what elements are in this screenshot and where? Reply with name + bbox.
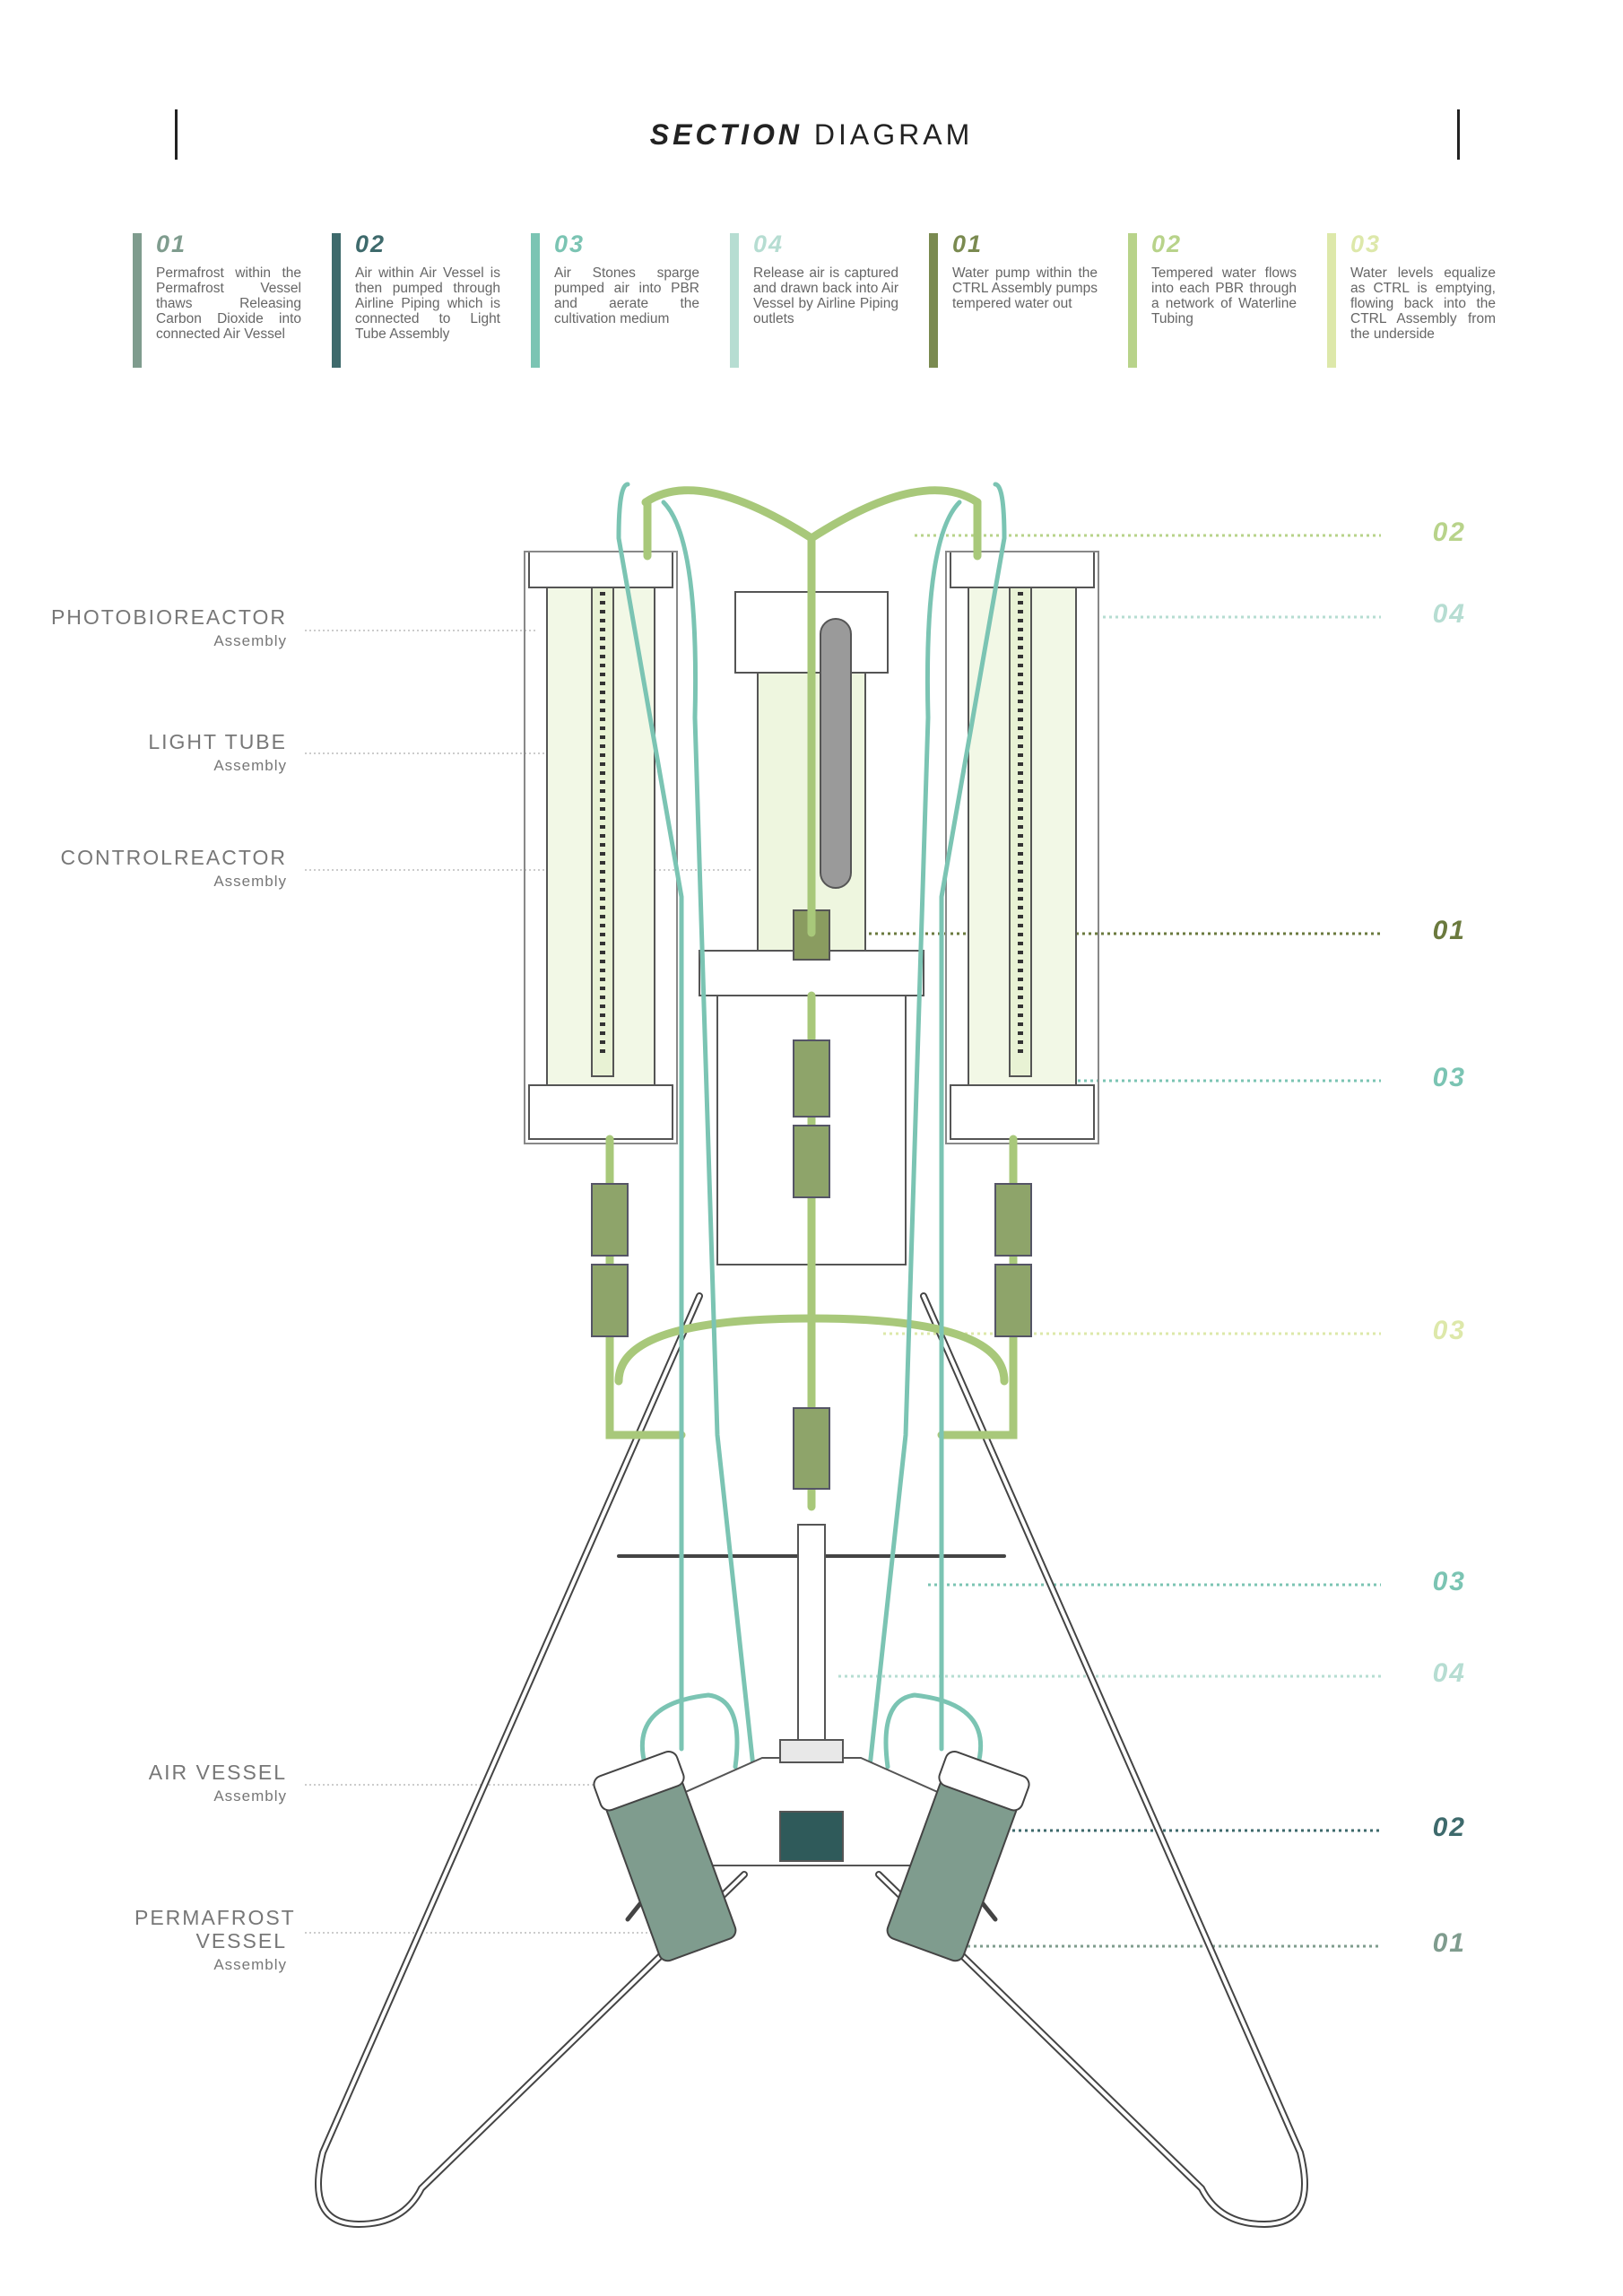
legend-item-water-02: 02 Tempered water flows into each PBR th…: [1128, 230, 1298, 368]
hub-pump: [779, 1811, 844, 1862]
label-main: CONTROLREACTOR: [60, 846, 287, 869]
center-column: [797, 1524, 826, 1741]
legend-number: 04: [753, 230, 785, 257]
legend-number: 03: [554, 230, 586, 257]
pump-center-upper: [793, 1039, 830, 1118]
title-rest: DIAGRAM: [813, 118, 974, 151]
air-right-inner: [867, 500, 962, 1770]
title-bold: SECTION: [649, 118, 803, 151]
legend-text: Permafrost within the Permafrost Vessel …: [156, 265, 301, 342]
label-controlreactor: CONTROLREACTOR Assembly: [0, 846, 287, 891]
legend-number: 02: [355, 230, 386, 257]
legend-text: Water levels equalize as CTRL is emptyin…: [1350, 265, 1496, 342]
label-main: AIR VESSEL: [148, 1761, 287, 1784]
legend-stripe: [1327, 233, 1336, 368]
label-sub: Assembly: [213, 1956, 287, 1973]
label-sub: Assembly: [213, 1787, 287, 1805]
hub-top-block: [779, 1739, 844, 1763]
permafrost-right-lid: [938, 1750, 1030, 1812]
label-main: PHOTOBIOREACTOR: [50, 605, 287, 629]
pbr-right-bottom-collar: [950, 1084, 1095, 1140]
pbr-left: [524, 551, 678, 1144]
legend-stripe: [332, 233, 341, 368]
air-left-outer: [616, 482, 684, 1752]
legend-number: 03: [1350, 230, 1382, 257]
pump-left-upper: [591, 1183, 629, 1257]
page-title: SECTION DIAGRAM: [0, 118, 1623, 152]
air-loop-left: [639, 1692, 740, 1770]
left-leg-inner: [317, 1294, 746, 2227]
legend-item-water-03: 03 Water levels equalize as CTRL is empt…: [1327, 230, 1497, 368]
water-pump-units: [591, 1039, 1032, 1490]
legend-item-air-04: 04 Release air is captured and drawn bac…: [730, 230, 900, 368]
pbr-right: [945, 551, 1099, 1144]
legend-stripe: [1128, 233, 1137, 368]
legend-item-air-02: 02 Air within Air Vessel is then pumped …: [332, 230, 502, 368]
air-left-inner: [661, 500, 756, 1770]
pump-center-lower: [793, 1407, 830, 1490]
legend-number: 01: [156, 230, 187, 257]
pbr-left-frame: [524, 551, 678, 1144]
label-air-vessel: AIR VESSEL Assembly: [0, 1761, 287, 1805]
permafrost-left-lid: [593, 1750, 685, 1812]
right-leader-lines: [825, 534, 1381, 1948]
pbr-left-bottom-collar: [528, 1084, 673, 1140]
right-label-03-air: 03: [1432, 1063, 1466, 1092]
pump-center-middle: [793, 1125, 830, 1198]
left-leader-lines: [305, 630, 753, 1934]
ctrl-lower-flange: [699, 950, 924, 996]
label-sub: Assembly: [213, 632, 287, 649]
legend-number: 01: [952, 230, 984, 257]
water-top-arch: [641, 486, 982, 544]
right-label-03-water: 03: [1432, 1316, 1466, 1345]
legend-text: Water pump within the CTRL Assembly pump…: [952, 265, 1098, 311]
pbr-right-top-collar: [950, 551, 1095, 588]
label-main: LIGHT TUBE: [148, 730, 287, 753]
label-sub: Assembly: [213, 757, 287, 774]
legend-item-air-01: 01 Permafrost within the Permafrost Vess…: [133, 230, 303, 368]
legend-number: 02: [1151, 230, 1183, 257]
legend-text: Air within Air Vessel is then pumped thr…: [355, 265, 500, 342]
pbr-right-frame: [945, 551, 1099, 1144]
legend-text: Tempered water flows into each PBR throu…: [1151, 265, 1297, 326]
light-tube: [820, 618, 852, 889]
label-photobioreactor: PHOTOBIOREACTOR Assembly: [0, 605, 287, 650]
legend-stripe: [929, 233, 938, 368]
pump-left-lower: [591, 1264, 629, 1337]
header-left-rule: [175, 109, 178, 160]
right-label-02-air: 02: [1432, 1813, 1466, 1842]
legend-text: Release air is captured and drawn back i…: [753, 265, 898, 326]
right-label-04-air: 04: [1432, 599, 1466, 629]
label-main: PERMAFROST VESSEL: [135, 1906, 296, 1952]
right-label-04-air-b: 04: [1432, 1658, 1466, 1688]
permafrost-vessels: [593, 1750, 1030, 1962]
pump-right-upper: [994, 1183, 1032, 1257]
header-right-rule: [1457, 109, 1460, 160]
label-light-tube: LIGHT TUBE Assembly: [0, 730, 287, 775]
legend-stripe: [730, 233, 739, 368]
right-label-01-air: 01: [1432, 1928, 1466, 1958]
right-label-02-water: 02: [1432, 517, 1466, 547]
legend-text: Air Stones sparge pumped air into PBR an…: [554, 265, 699, 326]
legend-item-air-03: 03 Air Stones sparge pumped air into PBR…: [531, 230, 701, 368]
legend-stripe: [133, 233, 142, 368]
air-loop-right: [883, 1692, 984, 1770]
pump-right-lower: [994, 1264, 1032, 1337]
air-right-outer: [939, 482, 1007, 1752]
label-permafrost-vessel: PERMAFROST VESSEL Assembly: [0, 1906, 296, 1974]
right-label-01-water: 01: [1432, 916, 1466, 945]
legend-stripe: [531, 233, 540, 368]
label-sub: Assembly: [213, 873, 287, 890]
legend-item-water-01: 01 Water pump within the CTRL Assembly p…: [929, 230, 1099, 368]
right-label-03-air-b: 03: [1432, 1567, 1466, 1596]
airline-tubing: [616, 482, 1007, 1770]
air-vessel-hub: [680, 1524, 943, 1866]
right-leg-inner: [877, 1294, 1306, 2227]
